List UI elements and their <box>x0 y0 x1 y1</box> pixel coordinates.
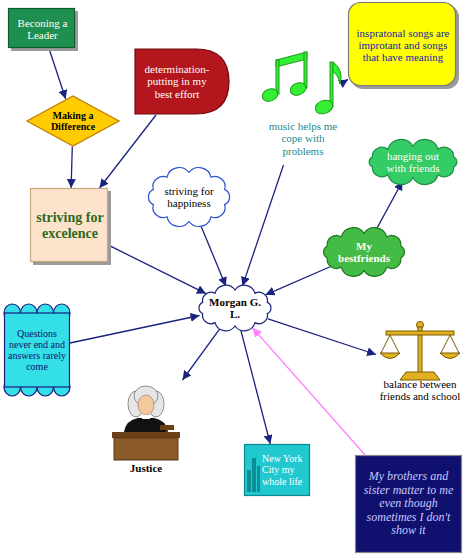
node-text-box: My brothers and sister matter to me even… <box>360 459 457 549</box>
connector-arrow <box>268 319 376 355</box>
node-text: music helps me cope with problems <box>262 120 344 157</box>
node-text: balance between friends and school <box>376 378 464 403</box>
excellence-box: striving for excelence <box>30 188 110 264</box>
justice-node: Justice <box>108 380 184 480</box>
siblings-box: My brothers and sister matter to me even… <box>355 455 462 553</box>
node-text: New York City my whole life <box>262 453 308 487</box>
connector-arrow <box>110 246 206 294</box>
connector-arrow <box>344 79 348 82</box>
connector-arrow <box>243 165 284 286</box>
node-text-box: Beconing a Leader <box>11 10 74 48</box>
node-text-box: balance between friends and school <box>376 378 464 420</box>
connector-arrow <box>241 330 270 444</box>
center-cloud: Morgan G. L. <box>194 283 276 333</box>
node-text-box: My bestfriends <box>330 234 398 270</box>
balance-node: balance between friends and school <box>376 318 464 420</box>
node-text-box: New York City my whole life <box>262 446 308 494</box>
hangout-cloud: hanging out with friends <box>364 140 462 184</box>
music-node: music helps me cope with problems <box>262 50 344 165</box>
happiness-cloud: striving for happiness <box>142 163 236 231</box>
node-text: determination-putting in my best effort <box>140 63 214 100</box>
node-text: striving for excelence <box>33 210 107 241</box>
node-text-box: hanging out with friends <box>378 146 448 178</box>
node-text: Making a Difference <box>42 110 104 132</box>
node-text: hanging out with friends <box>378 150 448 175</box>
songs-box: inspratonal songs are improtant and song… <box>348 2 458 88</box>
node-text-box: Justice <box>108 462 184 480</box>
node-text: Questions never end and answers rarely c… <box>7 328 67 373</box>
node-text-box: Morgan G. L. <box>206 291 264 325</box>
connector-arrow <box>376 181 402 229</box>
node-text-box: Making a Difference <box>42 101 104 141</box>
node-text-box: determination-putting in my best effort <box>140 52 214 111</box>
connector-arrow <box>71 147 72 188</box>
node-text: inspratonal songs are improtant and song… <box>354 27 452 64</box>
city-box: New York City my whole life <box>244 444 310 496</box>
node-text: Beconing a Leader <box>11 17 74 42</box>
node-text-box: Questions never end and answers rarely c… <box>7 319 67 381</box>
connector-arrow <box>50 50 66 99</box>
node-text-box: music helps me cope with problems <box>262 120 344 165</box>
difference-diamond: Making a Difference <box>26 95 120 147</box>
node-text: striving for happiness <box>156 185 222 210</box>
connector-arrow <box>183 329 220 380</box>
questions-scroll: Questions never end and answers rarely c… <box>4 303 70 397</box>
connector-arrow <box>266 267 331 295</box>
node-text-box: striving for happiness <box>156 171 222 223</box>
node-text: My brothers and sister matter to me even… <box>360 470 457 537</box>
bestfriends-cloud: My bestfriends <box>318 226 410 278</box>
node-text-box: inspratonal songs are improtant and song… <box>354 6 452 84</box>
node-text: Morgan G. L. <box>206 296 264 321</box>
determination-box: determination-putting in my best effort <box>134 48 230 115</box>
node-text-box: striving for excelence <box>33 191 107 261</box>
connector-arrow <box>201 226 226 286</box>
connector-arrow <box>70 316 200 344</box>
node-text: My bestfriends <box>330 240 398 265</box>
node-text: Justice <box>130 462 162 474</box>
connector-arrow <box>253 328 366 455</box>
leader-box: Beconing a Leader <box>8 8 77 50</box>
